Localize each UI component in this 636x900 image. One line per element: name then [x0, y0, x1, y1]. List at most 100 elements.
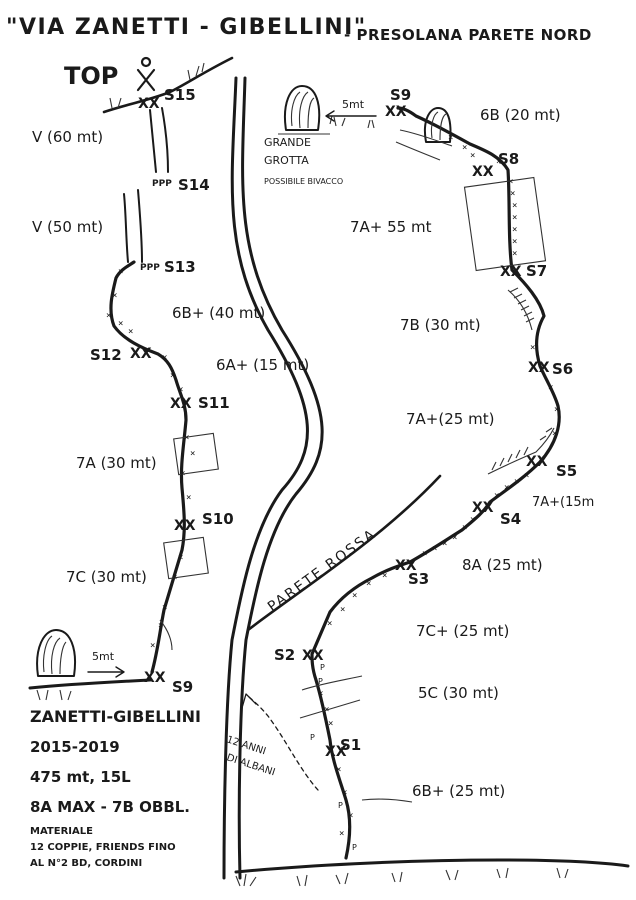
- ground-line: [234, 858, 630, 874]
- svg-text:×: ×: [172, 573, 177, 583]
- svg-text:×: ×: [366, 579, 371, 589]
- cave-name-line2: GROTTA: [264, 154, 309, 167]
- svg-text:PPP: PPP: [152, 179, 172, 189]
- svg-text:×: ×: [170, 371, 175, 381]
- pitch-14: V (50 mt): [32, 218, 103, 236]
- right-piton-marks: P P P P P: [310, 663, 357, 852]
- svg-text:XX: XX: [174, 518, 196, 534]
- station-s4: S4: [500, 510, 521, 528]
- station-s9-left: S9: [172, 678, 193, 696]
- svg-text:×: ×: [112, 291, 117, 301]
- pitch-2: 5C (30 mt): [418, 684, 499, 702]
- svg-text:XX: XX: [472, 500, 494, 516]
- station-s13: S13: [164, 258, 196, 276]
- start-distance: 5mt: [92, 650, 115, 663]
- info-years: 2015-2019: [30, 738, 120, 756]
- left-bolts: × × × × × × × × × × × × × × × × ×: [106, 267, 195, 651]
- svg-text:XX: XX: [395, 558, 417, 574]
- svg-text:×: ×: [336, 765, 341, 775]
- svg-text:×: ×: [118, 267, 123, 277]
- svg-text:×: ×: [530, 343, 535, 353]
- svg-text:×: ×: [470, 151, 475, 161]
- svg-text:×: ×: [178, 553, 183, 563]
- svg-text:×: ×: [496, 157, 501, 167]
- left-rock-features: [159, 432, 219, 651]
- cave-name-line1: GRANDE: [264, 136, 311, 149]
- svg-text:×: ×: [504, 483, 509, 493]
- svg-text:×: ×: [382, 571, 387, 581]
- svg-text:×: ×: [328, 719, 333, 729]
- svg-text:×: ×: [552, 429, 557, 439]
- svg-text:×: ×: [339, 829, 344, 839]
- svg-text:×: ×: [352, 591, 357, 601]
- pitch-13: 6B+ (40 mt): [172, 304, 265, 322]
- route-subtitle: - PRESOLANA PARETE NORD: [344, 26, 592, 44]
- albani-note-line2: DI ALBANI: [225, 752, 276, 778]
- svg-text:×: ×: [510, 189, 515, 199]
- left-anchors: XX XX XX XX XX: [130, 96, 196, 686]
- station-s14: S14: [178, 176, 210, 194]
- route-lower: [310, 106, 561, 860]
- pitch-8: 7A+ 55 mt: [350, 218, 432, 236]
- pitch-15: V (60 mt): [32, 128, 103, 146]
- svg-text:XX: XX: [472, 164, 494, 180]
- svg-text:×: ×: [442, 539, 447, 549]
- svg-text:×: ×: [512, 249, 517, 259]
- grande-grotta-icon: [278, 85, 453, 147]
- station-s2: S2: [274, 646, 295, 664]
- svg-text:×: ×: [512, 237, 517, 247]
- station-s10: S10: [202, 510, 234, 528]
- svg-text:PPP: PPP: [140, 263, 160, 273]
- svg-text:P: P: [320, 663, 325, 672]
- start-ledge: [28, 678, 152, 690]
- right-rock-features: [299, 141, 555, 803]
- pitch-4: 8A (25 mt): [462, 556, 543, 574]
- svg-text:×: ×: [452, 533, 457, 543]
- info-material-line1: 12 COPPIE, FRIENDS FINO: [30, 842, 176, 853]
- info-name: ZANETTI-GIBELLINI: [30, 707, 201, 726]
- svg-text:XX: XX: [170, 396, 192, 412]
- station-s7: S7: [526, 262, 547, 280]
- svg-text:×: ×: [128, 327, 133, 337]
- svg-text:P: P: [352, 843, 357, 852]
- parete-rossa-line: [246, 474, 442, 632]
- svg-text:P: P: [310, 733, 315, 742]
- svg-text:×: ×: [494, 491, 499, 501]
- svg-text:×: ×: [348, 811, 353, 821]
- start-arrow-icon: [87, 666, 125, 678]
- pitch-1: 6B+ (25 mt): [412, 782, 505, 800]
- svg-text:×: ×: [470, 515, 475, 525]
- svg-text:XX: XX: [130, 346, 152, 362]
- svg-text:×: ×: [512, 225, 517, 235]
- summit-ridge: [102, 56, 234, 114]
- info-material-title: MATERIALE: [30, 826, 93, 837]
- parete-rossa-label: PARETE ROSSA: [265, 526, 380, 615]
- svg-text:XX: XX: [500, 264, 522, 280]
- station-s8: S8: [498, 150, 519, 168]
- station-s9-right: S9: [390, 86, 411, 104]
- svg-text:×: ×: [178, 385, 183, 395]
- svg-text:×: ×: [327, 619, 332, 629]
- center-divider: [222, 76, 324, 880]
- cave-distance: 5mt: [342, 98, 365, 111]
- svg-text:×: ×: [524, 471, 529, 481]
- svg-text:×: ×: [106, 311, 111, 321]
- svg-text:XX: XX: [144, 670, 166, 686]
- svg-text:×: ×: [432, 544, 437, 554]
- ground-grass: [235, 867, 569, 887]
- station-s5: S5: [556, 462, 577, 480]
- svg-text:×: ×: [162, 603, 167, 613]
- left-bolt-triples: PPP PPP: [140, 179, 172, 273]
- pitch-10: 7C (30 mt): [66, 568, 147, 586]
- svg-text:×: ×: [118, 319, 123, 329]
- svg-text:XX: XX: [528, 360, 550, 376]
- info-length: 475 mt, 15L: [30, 768, 131, 786]
- cave-arrow-icon: [325, 110, 377, 122]
- albani-dashed-path: [241, 693, 319, 791]
- svg-text:×: ×: [462, 143, 467, 153]
- right-anchors: XX XX XX XX XX XX XX XX XX: [302, 104, 550, 760]
- station-s6: S6: [552, 360, 573, 378]
- svg-text:XX: XX: [325, 744, 347, 760]
- svg-text:P: P: [318, 677, 323, 686]
